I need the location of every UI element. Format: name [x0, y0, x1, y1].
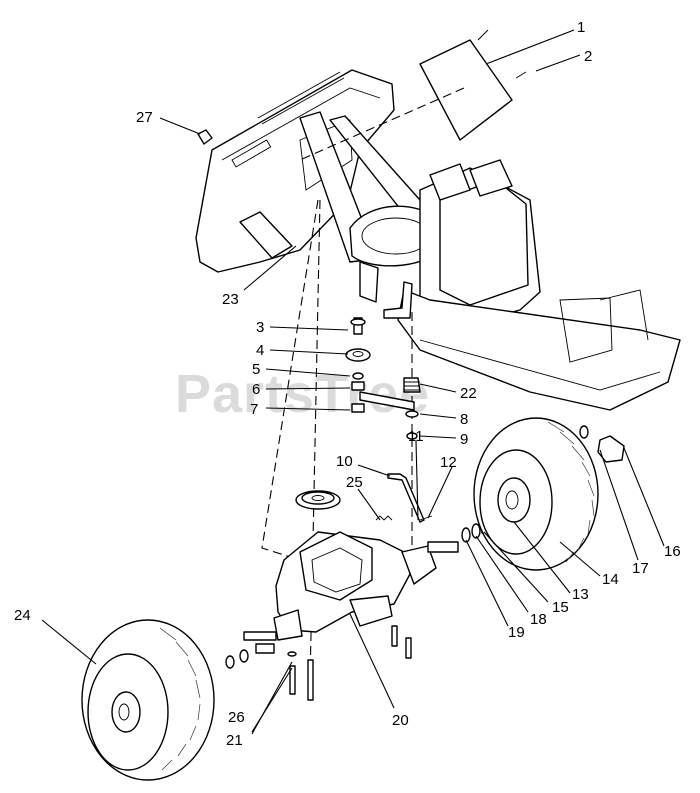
callout-15: 15: [552, 599, 569, 616]
callout-12: 12: [440, 454, 457, 471]
tractor-frame: [299, 111, 681, 411]
callout-11: 11: [408, 428, 424, 445]
watermark-text: PartsTree: [175, 364, 430, 424]
control-rod: [387, 473, 433, 523]
transaxle: [243, 531, 459, 641]
callout-7: 7: [250, 401, 258, 418]
callout-26: 26: [228, 709, 245, 726]
callout-5: 5: [252, 361, 260, 378]
callout-17: 17: [632, 560, 649, 577]
leader-lines: [41, 29, 665, 735]
callout-22: 22: [460, 385, 477, 402]
right-wheel: [473, 417, 599, 571]
seat-plate: [419, 29, 527, 141]
callout-23: 23: [222, 291, 239, 308]
bolt-27: [197, 129, 213, 145]
callout-25: 25: [346, 474, 363, 491]
callout-4: 4: [256, 342, 264, 359]
callout-19: 19: [508, 624, 525, 641]
callout-8: 8: [460, 411, 468, 428]
callout-21: 21: [226, 732, 243, 749]
callout-27: 27: [136, 109, 153, 126]
callout-10: 10: [336, 453, 353, 470]
callout-labels: 1 2 3 4 5 6 7 8 9 10 11 12 13 14 15 16 1…: [14, 19, 681, 749]
callout-14: 14: [602, 571, 619, 588]
pulley-hardware: [345, 317, 421, 440]
callout-20: 20: [392, 712, 409, 729]
callout-24: 24: [14, 607, 31, 624]
drive-pulley: [295, 490, 341, 510]
callout-3: 3: [256, 319, 264, 336]
callout-16: 16: [664, 543, 681, 560]
callout-18: 18: [530, 611, 547, 628]
left-axle-hardware: [200, 643, 275, 682]
callout-6: 6: [252, 381, 260, 398]
left-wheel: [81, 619, 215, 781]
callout-9: 9: [460, 431, 468, 448]
callout-1: 1: [577, 19, 585, 36]
mounting-bolts: [287, 625, 412, 701]
callout-2: 2: [584, 48, 592, 65]
callout-13: 13: [572, 586, 589, 603]
